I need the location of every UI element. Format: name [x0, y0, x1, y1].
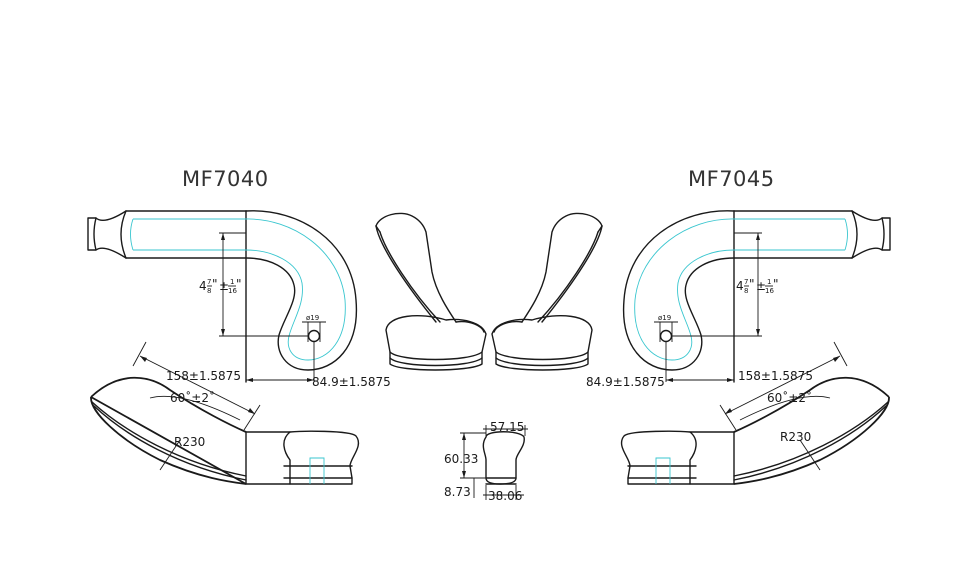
right-profile-end — [620, 430, 735, 485]
left-plan-view: 158±1.5875 60˚±2˚ R230 — [90, 341, 261, 485]
angle-right: 60˚±2˚ — [767, 390, 812, 405]
title-left: MF7040 — [182, 167, 269, 191]
length-left: 158±1.5875 — [166, 369, 241, 383]
radius-right: R230 — [780, 430, 811, 444]
profile-height: 60.33 — [444, 452, 478, 466]
left-side-view: ø19 84.9±1.5875 — [87, 210, 391, 389]
center-profile: 57.15 60.33 8.73 38.06 — [444, 420, 528, 503]
hole-dia-right: ø19 — [658, 314, 671, 322]
right-side-view: ø19 84.9±1.5875 — [586, 210, 891, 389]
offset-right: 84.9±1.5875 — [586, 375, 665, 389]
angle-left: 60˚±2˚ — [170, 390, 215, 405]
center-left-perspective — [375, 212, 487, 371]
profile-width-top: 57.15 — [490, 420, 524, 434]
profile-width-bottom: 38.06 — [488, 489, 522, 503]
profile-base-height: 8.73 — [444, 485, 471, 499]
right-plan-view: 158±1.5875 60˚±2˚ R230 — [719, 341, 890, 485]
length-right: 158±1.5875 — [738, 369, 813, 383]
hole-dia-left: ø19 — [306, 314, 319, 322]
center-right-perspective — [491, 212, 603, 371]
radius-left: R230 — [174, 435, 205, 449]
title-right: MF7045 — [688, 167, 775, 191]
offset-left: 84.9±1.5875 — [312, 375, 391, 389]
left-profile-end — [245, 430, 360, 485]
